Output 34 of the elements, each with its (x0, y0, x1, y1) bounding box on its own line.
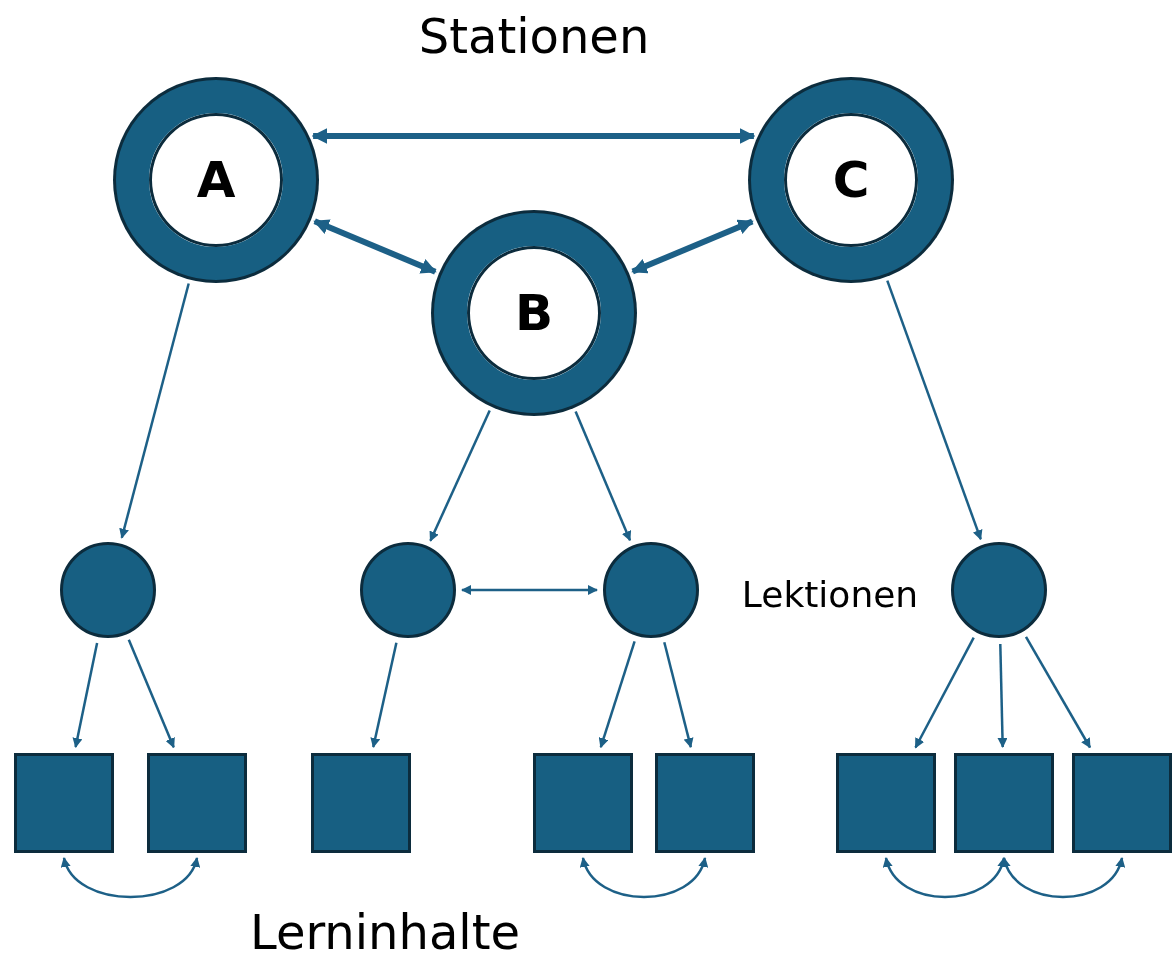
layer-heading: Stationen (418, 12, 650, 60)
layer-label: Lektionen (741, 577, 919, 613)
arrow (997, 643, 1008, 748)
content-square (655, 753, 755, 853)
content-square (14, 753, 114, 853)
arrow (313, 218, 437, 275)
station-letter: B (514, 288, 554, 338)
arrow (127, 639, 175, 749)
arrow (370, 642, 398, 749)
arrow (1002, 857, 1124, 899)
arrow (429, 409, 491, 542)
content-square (954, 753, 1054, 853)
arrow (914, 637, 975, 749)
arrow (581, 857, 707, 899)
arrow (119, 283, 190, 539)
arrow (72, 642, 99, 749)
arrow (631, 218, 754, 275)
arrow (461, 585, 598, 595)
station-letter: C (832, 155, 870, 205)
content-square (1072, 753, 1172, 853)
arrow (62, 857, 199, 899)
arrow (311, 128, 756, 144)
arrow (886, 280, 983, 541)
arrow (1024, 636, 1092, 749)
arrow (663, 642, 694, 749)
content-square (147, 753, 247, 853)
content-square (836, 753, 936, 853)
arrow (574, 411, 632, 542)
content-square (533, 753, 633, 853)
arrow (598, 641, 636, 749)
station-letter: A (196, 155, 236, 205)
layer-heading: Lerninhalte (250, 908, 520, 956)
content-square (311, 753, 411, 853)
arrow (884, 857, 1006, 899)
